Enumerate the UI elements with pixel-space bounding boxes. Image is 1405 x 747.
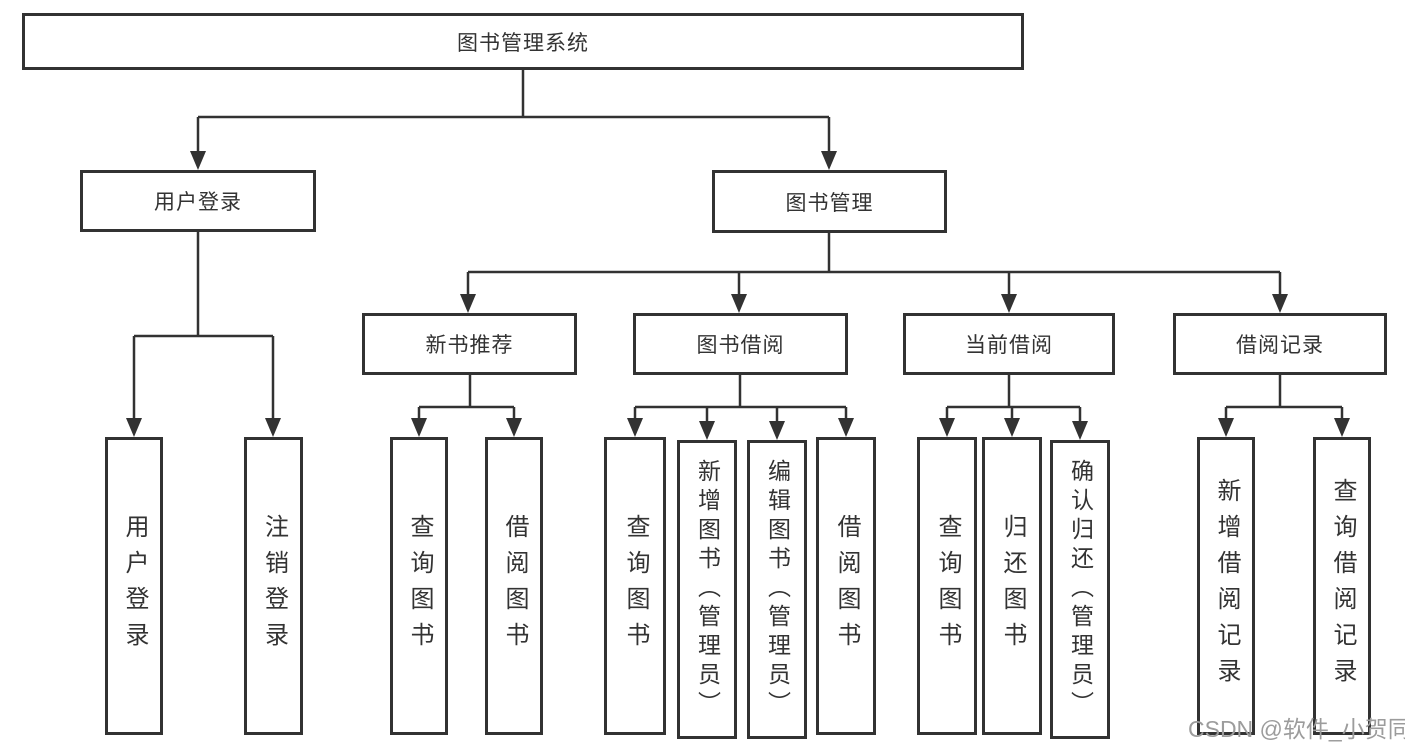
leaf-label: 查询图书 (934, 514, 961, 658)
arrow-down-icon (1334, 418, 1350, 437)
arrow-down-icon (411, 418, 427, 437)
leaf-user-login: 用户登录 (105, 437, 163, 735)
arrow-down-icon (838, 418, 854, 437)
node-label: 用户登录 (154, 191, 242, 214)
node-book-borrowing: 图书借阅 (633, 313, 848, 375)
leaf-label: 查询图书 (406, 514, 433, 658)
arrow-down-icon (627, 418, 643, 437)
leaf-confirm-return-admin: 确认归还（管理员） (1050, 440, 1110, 739)
arrow-down-icon (506, 418, 522, 437)
leaf-query-borrow-record: 查询借阅记录 (1313, 437, 1371, 735)
node-label: 图书管理系统 (457, 31, 589, 55)
node-label: 图书管理 (785, 191, 874, 215)
node-borrowing-records: 借阅记录 (1173, 313, 1387, 375)
arrowheads (126, 151, 1350, 440)
leaf-query-books: 查询图书 (604, 437, 666, 735)
node-label: 借阅记录 (1236, 334, 1324, 357)
node-user-login: 用户登录 (80, 170, 316, 232)
leaf-add-borrow-record: 新增借阅记录 (1197, 437, 1255, 735)
leaf-return-books: 归还图书 (982, 437, 1042, 735)
leaf-label: 新增图书（管理员） (694, 459, 721, 720)
leaf-add-book-admin: 新增图书（管理员） (677, 440, 737, 739)
leaf-label: 查询图书 (622, 514, 649, 658)
arrow-down-icon (1218, 418, 1234, 437)
arrow-down-icon (699, 421, 715, 440)
arrow-down-icon (939, 418, 955, 437)
arrow-down-icon (1001, 294, 1017, 313)
leaf-label: 确认归还（管理员） (1067, 459, 1094, 720)
arrow-down-icon (460, 294, 476, 313)
leaf-borrow-books: 借阅图书 (816, 437, 876, 735)
arrow-down-icon (126, 418, 142, 437)
arrow-down-icon (731, 294, 747, 313)
node-book-management: 图书管理 (712, 170, 947, 233)
arrow-down-icon (1272, 294, 1288, 313)
arrow-down-icon (1004, 418, 1020, 437)
node-label: 当前借阅 (965, 334, 1053, 357)
node-label: 新书推荐 (425, 334, 514, 357)
node-new-book-recommend: 新书推荐 (362, 313, 577, 375)
leaf-label: 借阅图书 (833, 514, 860, 658)
arrow-down-icon (265, 418, 281, 437)
leaf-edit-book-admin: 编辑图书（管理员） (747, 440, 807, 739)
leaf-query-books: 查询图书 (390, 437, 448, 735)
leaf-label: 用户登录 (121, 514, 148, 658)
arrow-down-icon (1072, 421, 1088, 440)
node-library-management-system: 图书管理系统 (22, 13, 1024, 70)
leaf-label: 新增借阅记录 (1213, 478, 1240, 694)
leaf-logout: 注销登录 (244, 437, 303, 735)
leaf-label: 归还图书 (999, 514, 1026, 658)
leaf-label: 注销登录 (260, 514, 288, 658)
csdn-watermark: CSDN @软件_小贺同学 (1188, 716, 1405, 742)
node-current-borrowing: 当前借阅 (903, 313, 1115, 375)
elbow-connectors (132, 69, 1344, 423)
leaf-borrow-books: 借阅图书 (485, 437, 543, 735)
node-label: 图书借阅 (696, 334, 785, 357)
arrow-down-icon (821, 151, 837, 170)
leaf-label: 借阅图书 (501, 514, 528, 658)
leaf-label: 编辑图书（管理员） (764, 459, 791, 720)
leaf-query-books: 查询图书 (917, 437, 977, 735)
arrow-down-icon (769, 421, 785, 440)
leaf-label: 查询借阅记录 (1329, 478, 1356, 694)
arrow-down-icon (190, 151, 206, 170)
